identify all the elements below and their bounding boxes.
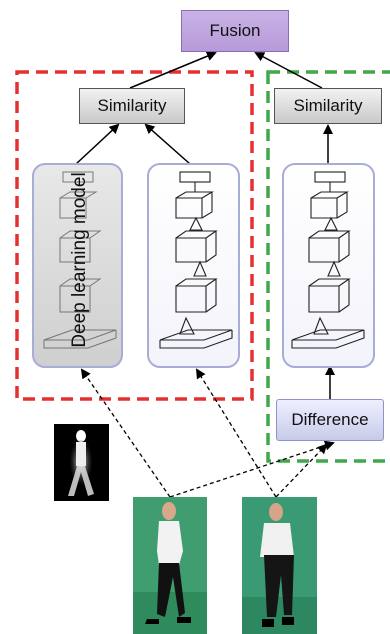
network-2-layers bbox=[159, 171, 233, 349]
arrow-net2-to-sim bbox=[144, 123, 191, 165]
person-1-figure bbox=[133, 497, 207, 634]
left-group-frame bbox=[15, 70, 254, 401]
person-2-figure bbox=[242, 497, 317, 634]
network-panel-3 bbox=[282, 163, 375, 368]
similarity-left-box: Similarity bbox=[79, 88, 185, 124]
network-panel-2 bbox=[147, 163, 240, 368]
deep-learning-label: Deep learning model bbox=[69, 172, 90, 348]
arrow-right-sim-to-fusion bbox=[254, 52, 323, 89]
arrow-left-sim-to-fusion bbox=[129, 51, 217, 89]
right-group-frame bbox=[266, 70, 390, 463]
gait-silhouette-image bbox=[54, 424, 109, 501]
dash-p2-to-net2 bbox=[195, 368, 277, 498]
dash-p1-to-net1 bbox=[80, 368, 171, 498]
network-panel-1 bbox=[32, 163, 123, 368]
person-photo-2 bbox=[242, 497, 317, 634]
arrow-net1-to-sim bbox=[75, 123, 120, 165]
similarity-right-box: Similarity bbox=[274, 88, 382, 124]
network-3-layers bbox=[291, 171, 365, 349]
dash-p2-to-diff bbox=[275, 443, 328, 498]
silhouette-figure bbox=[68, 430, 94, 496]
person-photo-1 bbox=[133, 497, 207, 634]
network-1-layers bbox=[43, 171, 117, 349]
difference-box: Difference bbox=[276, 399, 384, 441]
fusion-box: Fusion bbox=[181, 10, 289, 52]
dash-p1-to-diff bbox=[169, 440, 335, 498]
